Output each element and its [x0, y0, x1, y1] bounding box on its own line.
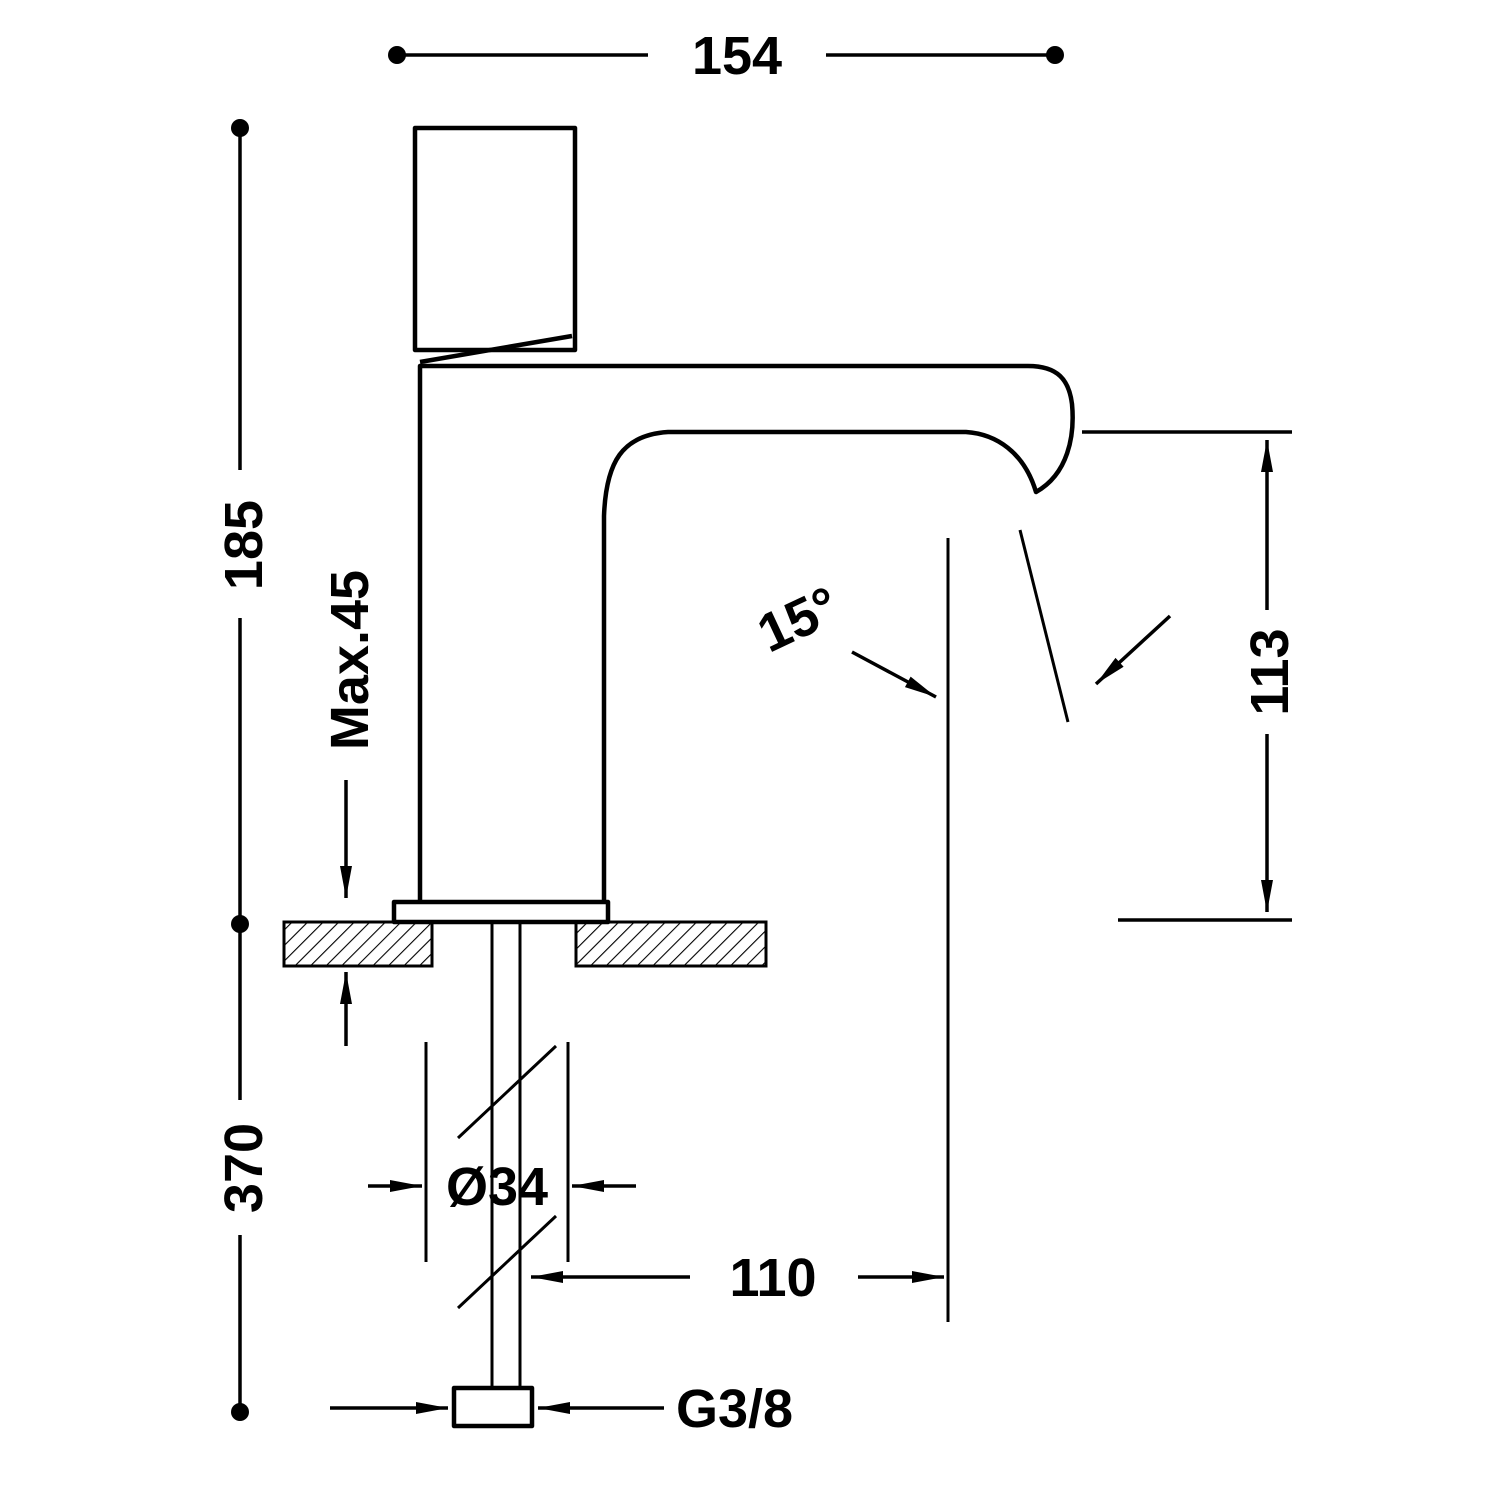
countertop-right-section	[574, 920, 768, 968]
angle-leader-to-axis	[851, 650, 937, 699]
pipe-break-mark-upper	[456, 1044, 558, 1140]
angle-annotation: 15°	[749, 529, 1172, 1322]
angle-label: 15°	[749, 575, 848, 664]
diameter-dimension-label: Ø34	[446, 1157, 548, 1217]
dimension-width: 154	[388, 26, 1064, 86]
thread-annotation: G3/8	[330, 1379, 793, 1439]
dimension-max-thickness: Max.45	[320, 570, 380, 1046]
thread-label: G3/8	[676, 1379, 793, 1439]
pipe-connector	[451, 1385, 535, 1429]
angle-leader-to-tilted-line	[1094, 614, 1172, 686]
countertop	[282, 920, 768, 968]
faucet-lever-line	[419, 333, 573, 365]
faucet-outline	[391, 125, 1075, 925]
countertop-left-section	[282, 920, 434, 968]
spout-height-dimension-label: 113	[1240, 628, 1300, 715]
dimension-below-deck: 370	[214, 924, 274, 1421]
height-dimension-label: 185	[214, 500, 274, 590]
below-deck-dimension-label: 370	[214, 1123, 274, 1213]
dimension-reach: 110	[531, 1248, 944, 1308]
width-dimension-label: 154	[692, 26, 782, 86]
dimension-diameter: Ø34	[368, 1042, 636, 1262]
dimension-height: 185	[214, 119, 274, 933]
pipe-break-mark-lower	[456, 1214, 558, 1310]
max-thickness-label: Max.45	[320, 570, 380, 750]
dimension-spout-height: 113	[1082, 430, 1300, 922]
supply-pipe	[451, 922, 558, 1429]
faucet-base-plate	[391, 899, 611, 925]
reach-dimension-label: 110	[729, 1248, 816, 1308]
faucet-body-spout	[417, 363, 1075, 902]
faucet-handle	[412, 125, 578, 353]
angle-tilted-line	[1018, 529, 1070, 723]
